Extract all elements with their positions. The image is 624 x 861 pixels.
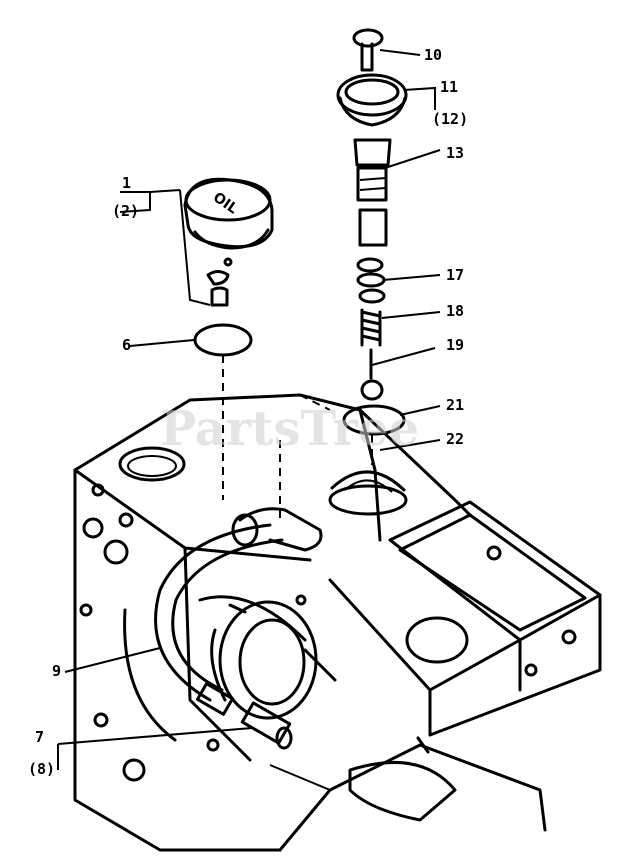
callout-2: (2)	[112, 202, 139, 220]
fitting-7	[240, 701, 293, 750]
hose	[154, 523, 284, 716]
o-ring-6	[193, 323, 253, 357]
callout-9: 9	[52, 662, 61, 680]
valve-stack	[336, 28, 408, 436]
oil-cap: OIL	[183, 177, 274, 250]
cap-hardware	[206, 257, 233, 307]
callout-10: 10	[424, 46, 442, 64]
callout-18: 18	[446, 302, 464, 320]
callout-12: (12)	[432, 110, 468, 128]
alignment-lines	[222, 355, 373, 520]
callout-8: (8)	[28, 760, 55, 778]
callout-6: 6	[122, 336, 131, 354]
elbow-fitting	[231, 507, 323, 552]
callout-11: 11	[440, 78, 458, 96]
watermark: PartsTree	[160, 401, 419, 457]
transmission-housing	[73, 393, 602, 852]
callout-22: 22	[446, 430, 464, 448]
callout-21: 21	[446, 396, 464, 414]
leader-lines	[57, 49, 441, 770]
callout-19: 19	[446, 336, 464, 354]
callout-17: 17	[446, 266, 464, 284]
callouts: 1 (2) 6 9 7 (8) 10 11 (12) 13 17 18 19 2…	[28, 46, 468, 778]
oil-cap-text: OIL	[210, 189, 241, 217]
callout-13: 13	[446, 144, 464, 162]
callout-7: 7	[35, 728, 44, 746]
callout-1: 1	[122, 174, 131, 192]
